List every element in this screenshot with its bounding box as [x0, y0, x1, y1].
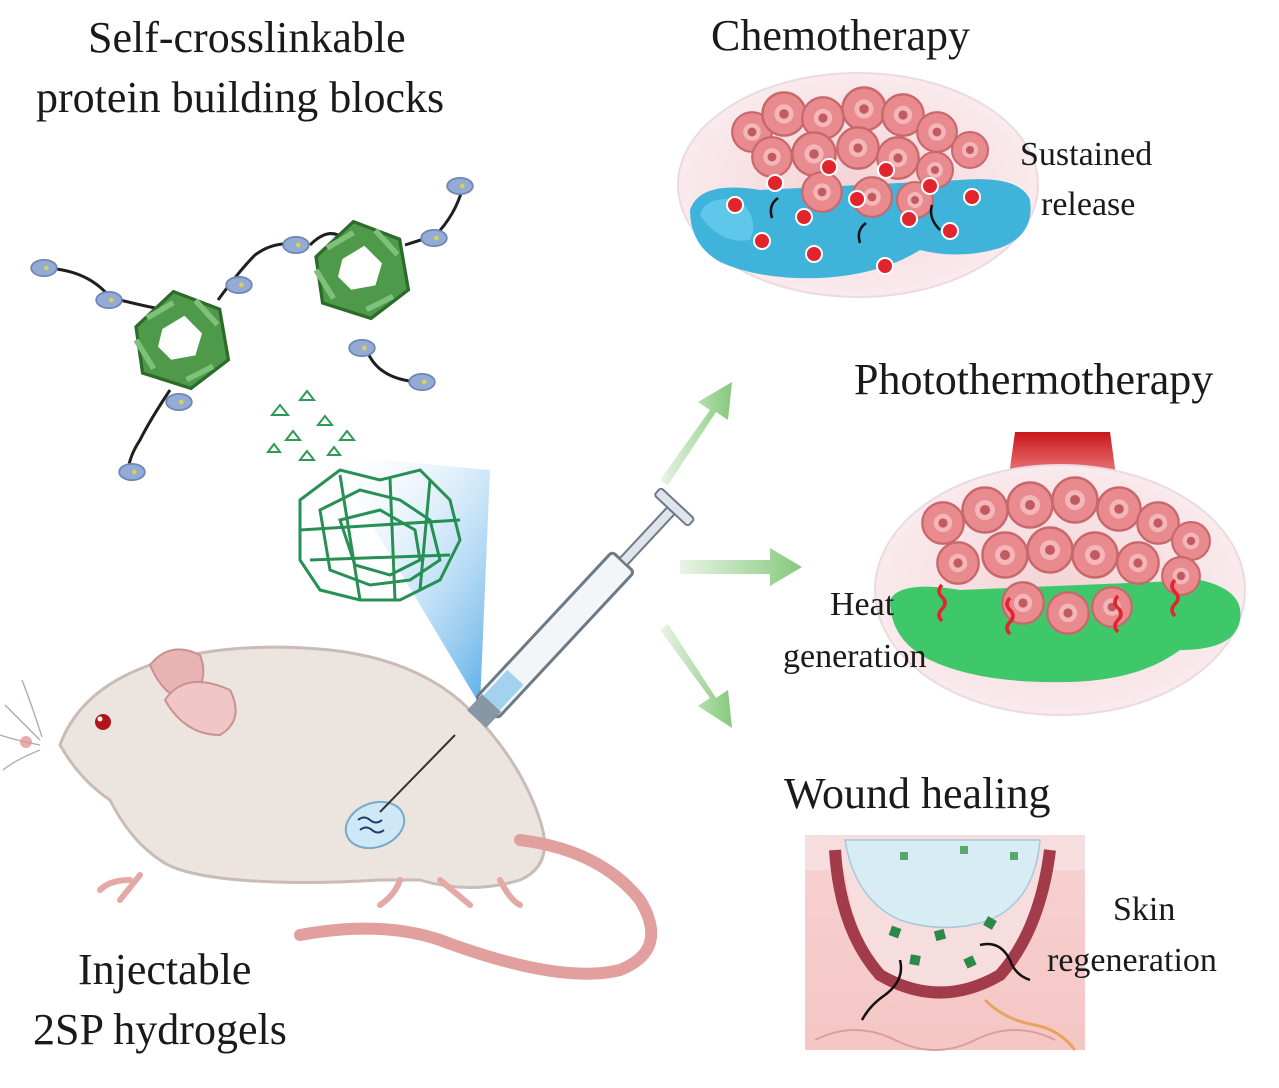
building-blocks-label-line1: Self-crosslinkable: [88, 13, 406, 62]
arrow-to-wound-healing: [660, 624, 732, 728]
photothermotherapy-title: Photothermotherapy: [854, 355, 1214, 404]
wound-healing-title: Wound healing: [784, 769, 1051, 818]
hydrogel-network-icon: [266, 389, 490, 705]
sustained-release-label-line2: release: [1041, 186, 1136, 223]
injectable-label-line2: 2SP hydrogels: [33, 1005, 287, 1054]
mouse-icon: [0, 645, 658, 980]
growth-factor-icon: [888, 846, 1018, 969]
injectable-label-line1: Injectable: [78, 945, 252, 994]
arrow-to-photothermotherapy: [680, 548, 802, 586]
chemotherapy-title: Chemotherapy: [711, 11, 971, 60]
protein-network-icon: [30, 176, 474, 482]
wound-healing-panel: [805, 835, 1085, 1051]
photothermotherapy-panel: [874, 432, 1246, 716]
heat-generation-label-line2: generation: [783, 638, 927, 675]
building-blocks-label-line2: protein building blocks: [36, 73, 445, 122]
heat-wave-icon: [937, 578, 1180, 636]
sustained-release-label-line1: Sustained: [1020, 136, 1153, 173]
skin-regeneration-label-line1: Skin: [1113, 891, 1176, 928]
syringe-icon: [379, 487, 695, 813]
skin-regeneration-label-line2: regeneration: [1047, 942, 1217, 979]
heat-generation-label-line1: Heat: [830, 586, 895, 623]
chemotherapy-panel: [677, 72, 1039, 298]
drug-dot-icon: [726, 158, 981, 275]
arrow-to-chemotherapy: [660, 382, 732, 485]
